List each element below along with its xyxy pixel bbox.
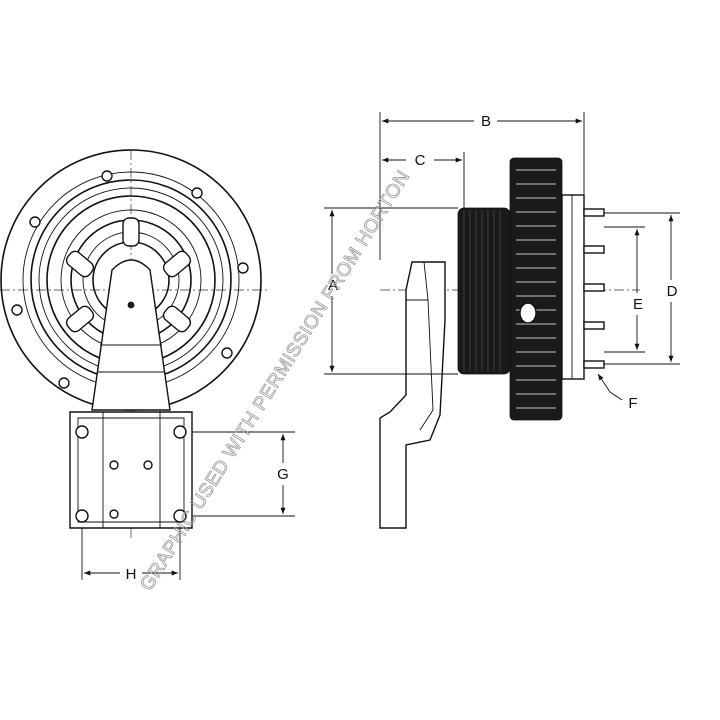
label-c: C <box>415 152 426 169</box>
watermark-text: GRAPHIC USED WITH PERMISSION FROM HORTON <box>136 167 414 595</box>
label-h: H <box>126 566 137 583</box>
side-view <box>379 157 640 529</box>
label-d: D <box>667 283 678 300</box>
flange-bolts <box>11 170 249 389</box>
pulley-grooves <box>463 210 501 372</box>
label-b: B <box>481 113 491 130</box>
front-view <box>0 149 270 540</box>
dimension-lines <box>81 112 680 580</box>
label-a: A <box>328 277 338 294</box>
label-e: E <box>633 296 643 313</box>
hub-slots <box>65 217 192 333</box>
label-f: F <box>628 395 637 412</box>
label-g: G <box>277 466 289 483</box>
mounting-studs <box>583 208 605 369</box>
